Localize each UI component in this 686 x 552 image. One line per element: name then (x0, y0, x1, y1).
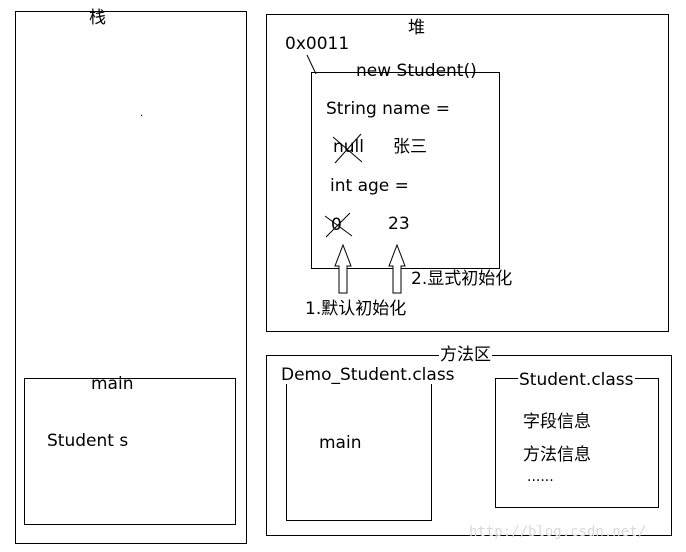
student-object (311, 72, 500, 269)
main-frame-title: main (91, 374, 134, 394)
age-field-label: int age = (330, 176, 409, 196)
stack-region (15, 11, 247, 544)
heap-region (266, 14, 669, 332)
explicit-init-label: 2.显式初始化 (411, 269, 513, 289)
watermark: http://blog.csdn.net/ (469, 524, 647, 540)
object-title: new Student() (356, 61, 477, 81)
method-area-title: 方法区 (439, 345, 492, 365)
student-class-title: Student.class (518, 370, 635, 390)
demo-main-method: main (319, 433, 362, 453)
field-info: 字段信息 (523, 412, 591, 432)
name-new-value: 张三 (393, 137, 427, 157)
default-init-label: 1.默认初始化 (305, 299, 407, 319)
name-field-label: String name = (326, 99, 450, 119)
demo-class-title: Demo_Student.class (280, 365, 456, 385)
age-new-value: 23 (388, 214, 410, 234)
ellipsis: ...... (527, 469, 554, 485)
null-strikeout (332, 133, 363, 164)
heap-title: 堆 (408, 18, 425, 38)
main-stack-frame (24, 378, 236, 525)
address-pointer-line (306, 54, 317, 75)
default-init-arrow (334, 243, 352, 294)
student-variable: Student s (47, 431, 129, 451)
object-address: 0x0011 (285, 34, 350, 54)
explicit-init-arrow (388, 243, 406, 294)
stack-title: 栈 (89, 8, 106, 28)
stack-dot: · (140, 111, 144, 122)
zero-strikeout (324, 212, 353, 238)
method-info: 方法信息 (523, 445, 591, 465)
name-old-value: null (333, 137, 364, 157)
